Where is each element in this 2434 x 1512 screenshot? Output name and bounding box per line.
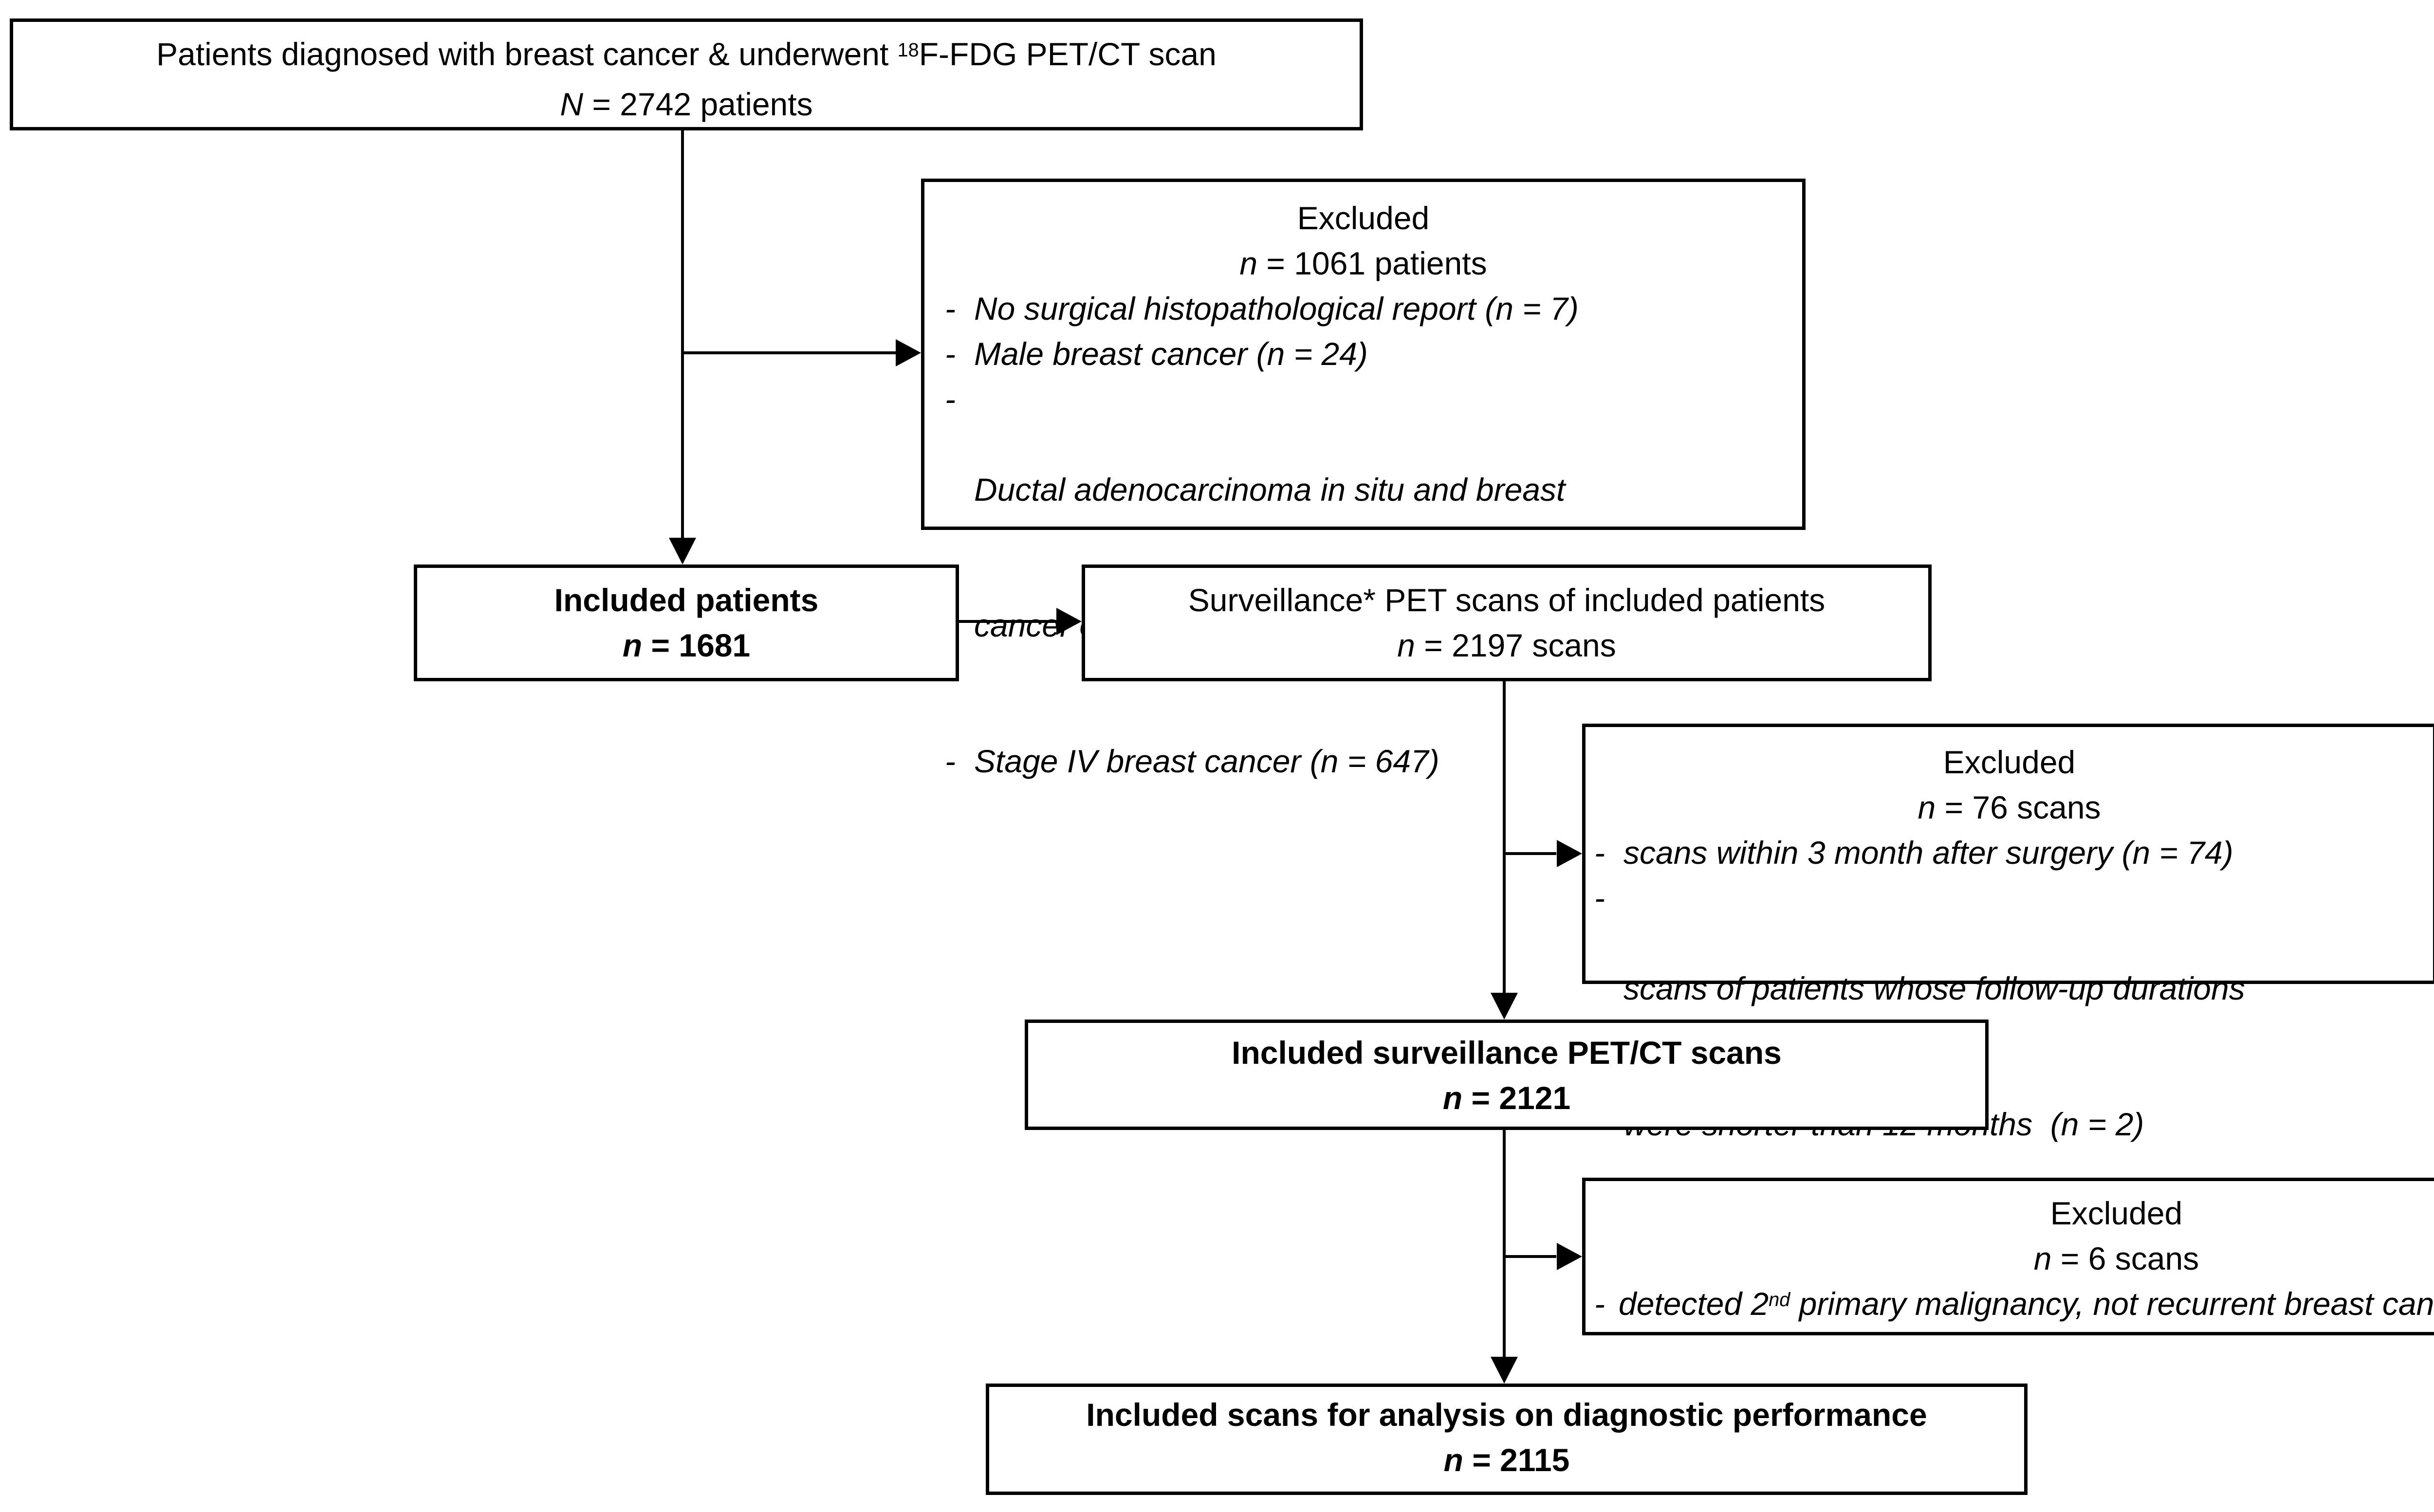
list-item-text: No surgical histopathological report (n … (974, 291, 1579, 327)
source-patients-count: N = 2742 patients (13, 82, 1360, 127)
arrowhead-right-icon (1557, 840, 1582, 867)
included-surveillance-count: n = 2121 (1028, 1075, 1985, 1121)
included-patients-count: n = 1681 (417, 623, 956, 668)
box-included-surveillance-scans: Included surveillance PET/CT scans n = 2… (1025, 1020, 1989, 1130)
connector-surveillance-to-included-scans (1503, 681, 1506, 996)
surveillance-scans-count: n = 2197 scans (1085, 623, 1928, 668)
count-value: = 2121 (1462, 1080, 1571, 1116)
arrowhead-right-icon (896, 339, 921, 366)
box-excluded-scans: Excluded n = 76 scans - scans within 3 m… (1582, 724, 2434, 1142)
list-item: - No surgical histopathological report (… (945, 286, 1788, 331)
list-item-line: Ductal adenocarcinoma in situ and breast (974, 472, 1566, 508)
included-patients-title: Included patients (554, 582, 819, 618)
count-variable-n: n (1442, 1080, 1463, 1116)
count-variable-n: n (622, 627, 643, 663)
superscript-nd: nd (1769, 1289, 1790, 1311)
connector-branch-to-excluded-patients (681, 351, 898, 354)
dash-bullet: - (945, 381, 956, 417)
count-variable-n: n (1397, 627, 1415, 663)
count-variable-N: N (560, 86, 584, 122)
list-item-text: detected 2nd primary malignancy, not rec… (1619, 1281, 2434, 1331)
excluded-scans-count: n = 76 scans (1586, 785, 2433, 830)
list-item-text: Male breast cancer (n = 24) (974, 336, 1368, 372)
dash-bullet: - (945, 743, 956, 779)
excluded-patients-title: Excluded (1297, 200, 1430, 236)
box-surveillance-scans: Surveillance* PET scans of included pati… (1082, 565, 1932, 681)
list-item: - scans within 3 month after surgery (n … (1594, 830, 2421, 875)
connector-branch-to-excluded-secondary (1503, 1255, 1556, 1258)
excluded-patients-list: - No surgical histopathological report (… (924, 286, 1802, 784)
connector-branch-to-excluded-scans (1503, 852, 1556, 855)
excluded-patients-count: n = 1061 patients (924, 241, 1802, 286)
list-item-text: scans within 3 month after surgery (n = … (1623, 835, 2233, 871)
source-patients-title: Patients diagnosed with breast cancer & … (13, 32, 1360, 82)
list-item-text: Ductal adenocarcinoma in situ and breast… (974, 377, 1788, 739)
arrowhead-down-icon (1491, 1357, 1518, 1384)
source-title-pre: Patients diagnosed with breast cancer & … (156, 36, 898, 72)
box-final-included-scans: Included scans for analysis on diagnosti… (986, 1384, 2028, 1495)
count-value: = 2742 patients (583, 86, 813, 122)
dash-bullet: - (1594, 1286, 1605, 1322)
count-variable-n: n (2033, 1240, 2052, 1276)
item-post: primary malignancy, not recurrent breast… (1790, 1286, 2434, 1322)
source-title-post: F-FDG PET/CT scan (919, 36, 1217, 72)
arrowhead-down-icon (1491, 993, 1518, 1020)
list-item-text: Stage IV breast cancer (n = 647) (974, 743, 1439, 779)
list-item: - Stage IV breast cancer (n = 647) (945, 739, 1788, 784)
count-variable-n: n (1239, 245, 1258, 281)
connector-included-patients-to-surveillance (959, 620, 1059, 623)
excluded-scans-title: Excluded (1943, 744, 2076, 780)
box-source-patients: Patients diagnosed with breast cancer & … (10, 18, 1363, 130)
count-value: = 2197 scans (1415, 627, 1616, 663)
excluded-secondary-list: - detected 2nd primary malignancy, not r… (1586, 1281, 2434, 1331)
count-variable-n: n (1918, 789, 1936, 825)
count-value: = 1681 (642, 627, 751, 663)
arrowhead-right-icon (1557, 1243, 1582, 1270)
connector-included-scans-to-final (1503, 1130, 1506, 1360)
dash-bullet: - (1594, 835, 1605, 871)
superscript-18: 18 (897, 39, 919, 61)
connector-source-to-included-patients (681, 130, 684, 541)
count-value: = 6 scans (2051, 1240, 2199, 1276)
count-value: = 1061 patients (1257, 245, 1487, 281)
dash-bullet: - (945, 291, 956, 327)
dash-bullet: - (945, 336, 956, 372)
arrowhead-down-icon (669, 538, 696, 565)
list-item: - Male breast cancer (n = 24) (945, 331, 1788, 377)
final-scans-count: n = 2115 (989, 1438, 2024, 1483)
count-variable-n: n (1443, 1442, 1463, 1478)
list-item: - detected 2nd primary malignancy, not r… (1594, 1281, 2434, 1331)
list-item-line: scans of patients whose follow-up durati… (1623, 970, 2245, 1006)
box-excluded-secondary-malignancy: Excluded n = 6 scans - detected 2nd prim… (1582, 1178, 2434, 1335)
arrowhead-right-icon (1056, 608, 1082, 635)
box-excluded-patients: Excluded n = 1061 patients - No surgical… (921, 179, 1806, 779)
list-item: - Ductal adenocarcinoma in situ and brea… (945, 377, 1788, 739)
count-value: = 76 scans (1936, 789, 2101, 825)
final-scans-title: Included scans for analysis on diagnosti… (1086, 1397, 1927, 1433)
surveillance-scans-title: Surveillance* PET scans of included pati… (1188, 582, 1826, 618)
item-pre: detected 2 (1619, 1286, 1769, 1322)
count-value: = 2115 (1463, 1442, 1570, 1478)
excluded-secondary-title: Excluded (2050, 1195, 2183, 1231)
box-included-patients: Included patients n = 1681 (414, 565, 959, 681)
excluded-secondary-count: n = 6 scans (1586, 1236, 2434, 1281)
dash-bullet: - (1594, 880, 1605, 916)
included-surveillance-title: Included surveillance PET/CT scans (1232, 1035, 1782, 1071)
